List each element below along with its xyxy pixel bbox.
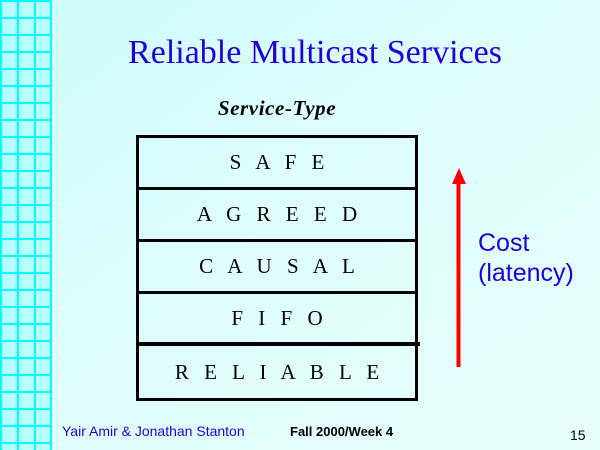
table-row-label: F I F O [231, 305, 328, 330]
cost-label-line1: Cost [478, 229, 530, 257]
table-row-label: S A F E [229, 150, 330, 174]
footer-authors: Yair Amir & Jonathan Stanton [62, 423, 245, 439]
decorative-grid-edge [50, 0, 52, 450]
table-row: C A U S A L [139, 242, 415, 294]
footer-course: Fall 2000/Week 4 [290, 424, 394, 439]
cost-latency-label: Cost (latency) [478, 228, 574, 288]
cost-label-line2: (latency) [478, 259, 574, 287]
table-row: A G R E E D [139, 190, 415, 242]
table-row-label: C A U S A L [199, 254, 360, 278]
up-arrow-icon [452, 168, 466, 367]
service-type-table: S A F E A G R E E D C A U S A L F I F O … [136, 135, 420, 401]
table-row: R E L I A B L E [139, 346, 415, 398]
slide-title: Reliable Multicast Services [128, 34, 502, 71]
table-row-label: R E L I A B L E [174, 359, 385, 384]
footer-page-number: 15 [570, 427, 586, 443]
decorative-grid-strip [0, 0, 52, 450]
service-type-caption: Service-Type [217, 96, 337, 120]
table-row: F I F O [139, 294, 420, 346]
table-row: S A F E [139, 138, 415, 190]
table-row-label: A G R E E D [196, 202, 363, 226]
